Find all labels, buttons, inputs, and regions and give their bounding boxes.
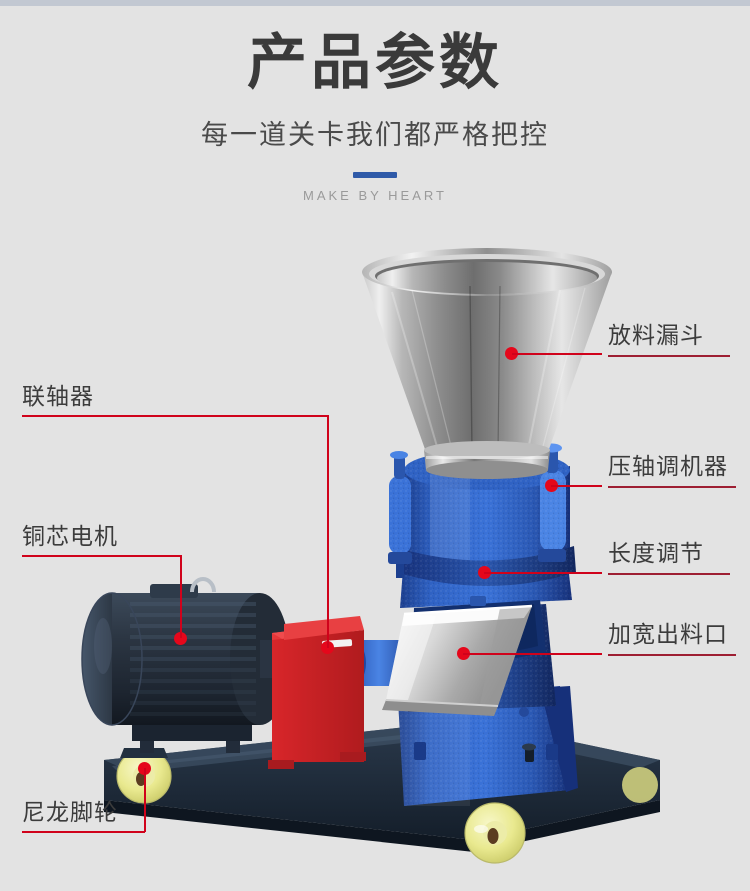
callout-copper-core-motor: 铜芯电机 [22, 526, 194, 556]
top-accent-strip [0, 0, 750, 6]
marker-dot-copper-core-motor [174, 632, 187, 645]
page-title: 产品参数 [247, 28, 503, 98]
coupling-guard [268, 616, 366, 769]
shaft-adjuster-left [388, 451, 412, 578]
header-eyebrow: MAKE BY HEART [303, 188, 447, 203]
leader-line-caster-horizontal [22, 831, 145, 833]
callout-label-nylon-caster: 尼龙脚轮 [22, 800, 118, 826]
leader-line-coupling-vertical [327, 415, 329, 648]
callout-feed-hopper: 放料漏斗 [608, 325, 730, 357]
header-divider [353, 172, 397, 178]
callout-wide-discharge: 加宽出料口 [608, 624, 736, 656]
leader-line-motor-horizontal [22, 555, 181, 557]
callout-underline-shaft-adjuster [608, 486, 736, 488]
callout-underline-feed-hopper [608, 355, 730, 357]
feed-hopper [362, 248, 612, 479]
callout-label-coupling: 联轴器 [22, 384, 94, 410]
caster-rear [622, 767, 658, 803]
marker-dot-feed-hopper [505, 347, 518, 360]
leader-line-wide-discharge [463, 653, 602, 655]
page-subtitle: 每一道关卡我们都严格把控 [201, 120, 549, 151]
callout-underline-wide-discharge [608, 654, 736, 656]
header-block: 产品参数 每一道关卡我们都严格把控 MAKE BY HEART [0, 28, 750, 204]
leader-line-motor-vertical [180, 555, 182, 638]
leader-line-feed-hopper [512, 353, 602, 355]
leader-line-length-adjustment [484, 572, 602, 574]
callout-nylon-caster: 尼龙脚轮 [22, 802, 194, 832]
copper-core-motor [81, 577, 294, 753]
callout-shaft-adjuster: 压轴调机器 [608, 456, 736, 488]
leader-line-coupling-horizontal [22, 415, 328, 417]
callout-label-copper-core-motor: 铜芯电机 [22, 524, 118, 550]
leader-line-shaft-adjuster [551, 485, 602, 487]
leader-line-caster-vertical [144, 768, 146, 832]
callout-label-wide-discharge: 加宽出料口 [608, 622, 728, 648]
callout-label-shaft-adjuster: 压轴调机器 [608, 454, 728, 480]
nylon-caster-right [464, 802, 526, 864]
callout-length-adjustment: 长度调节 [608, 543, 730, 575]
callout-label-length-adjustment: 长度调节 [608, 541, 704, 567]
callout-coupling: 联轴器 [22, 386, 194, 416]
callout-underline-length-adjustment [608, 573, 730, 575]
callout-label-feed-hopper: 放料漏斗 [608, 323, 704, 349]
